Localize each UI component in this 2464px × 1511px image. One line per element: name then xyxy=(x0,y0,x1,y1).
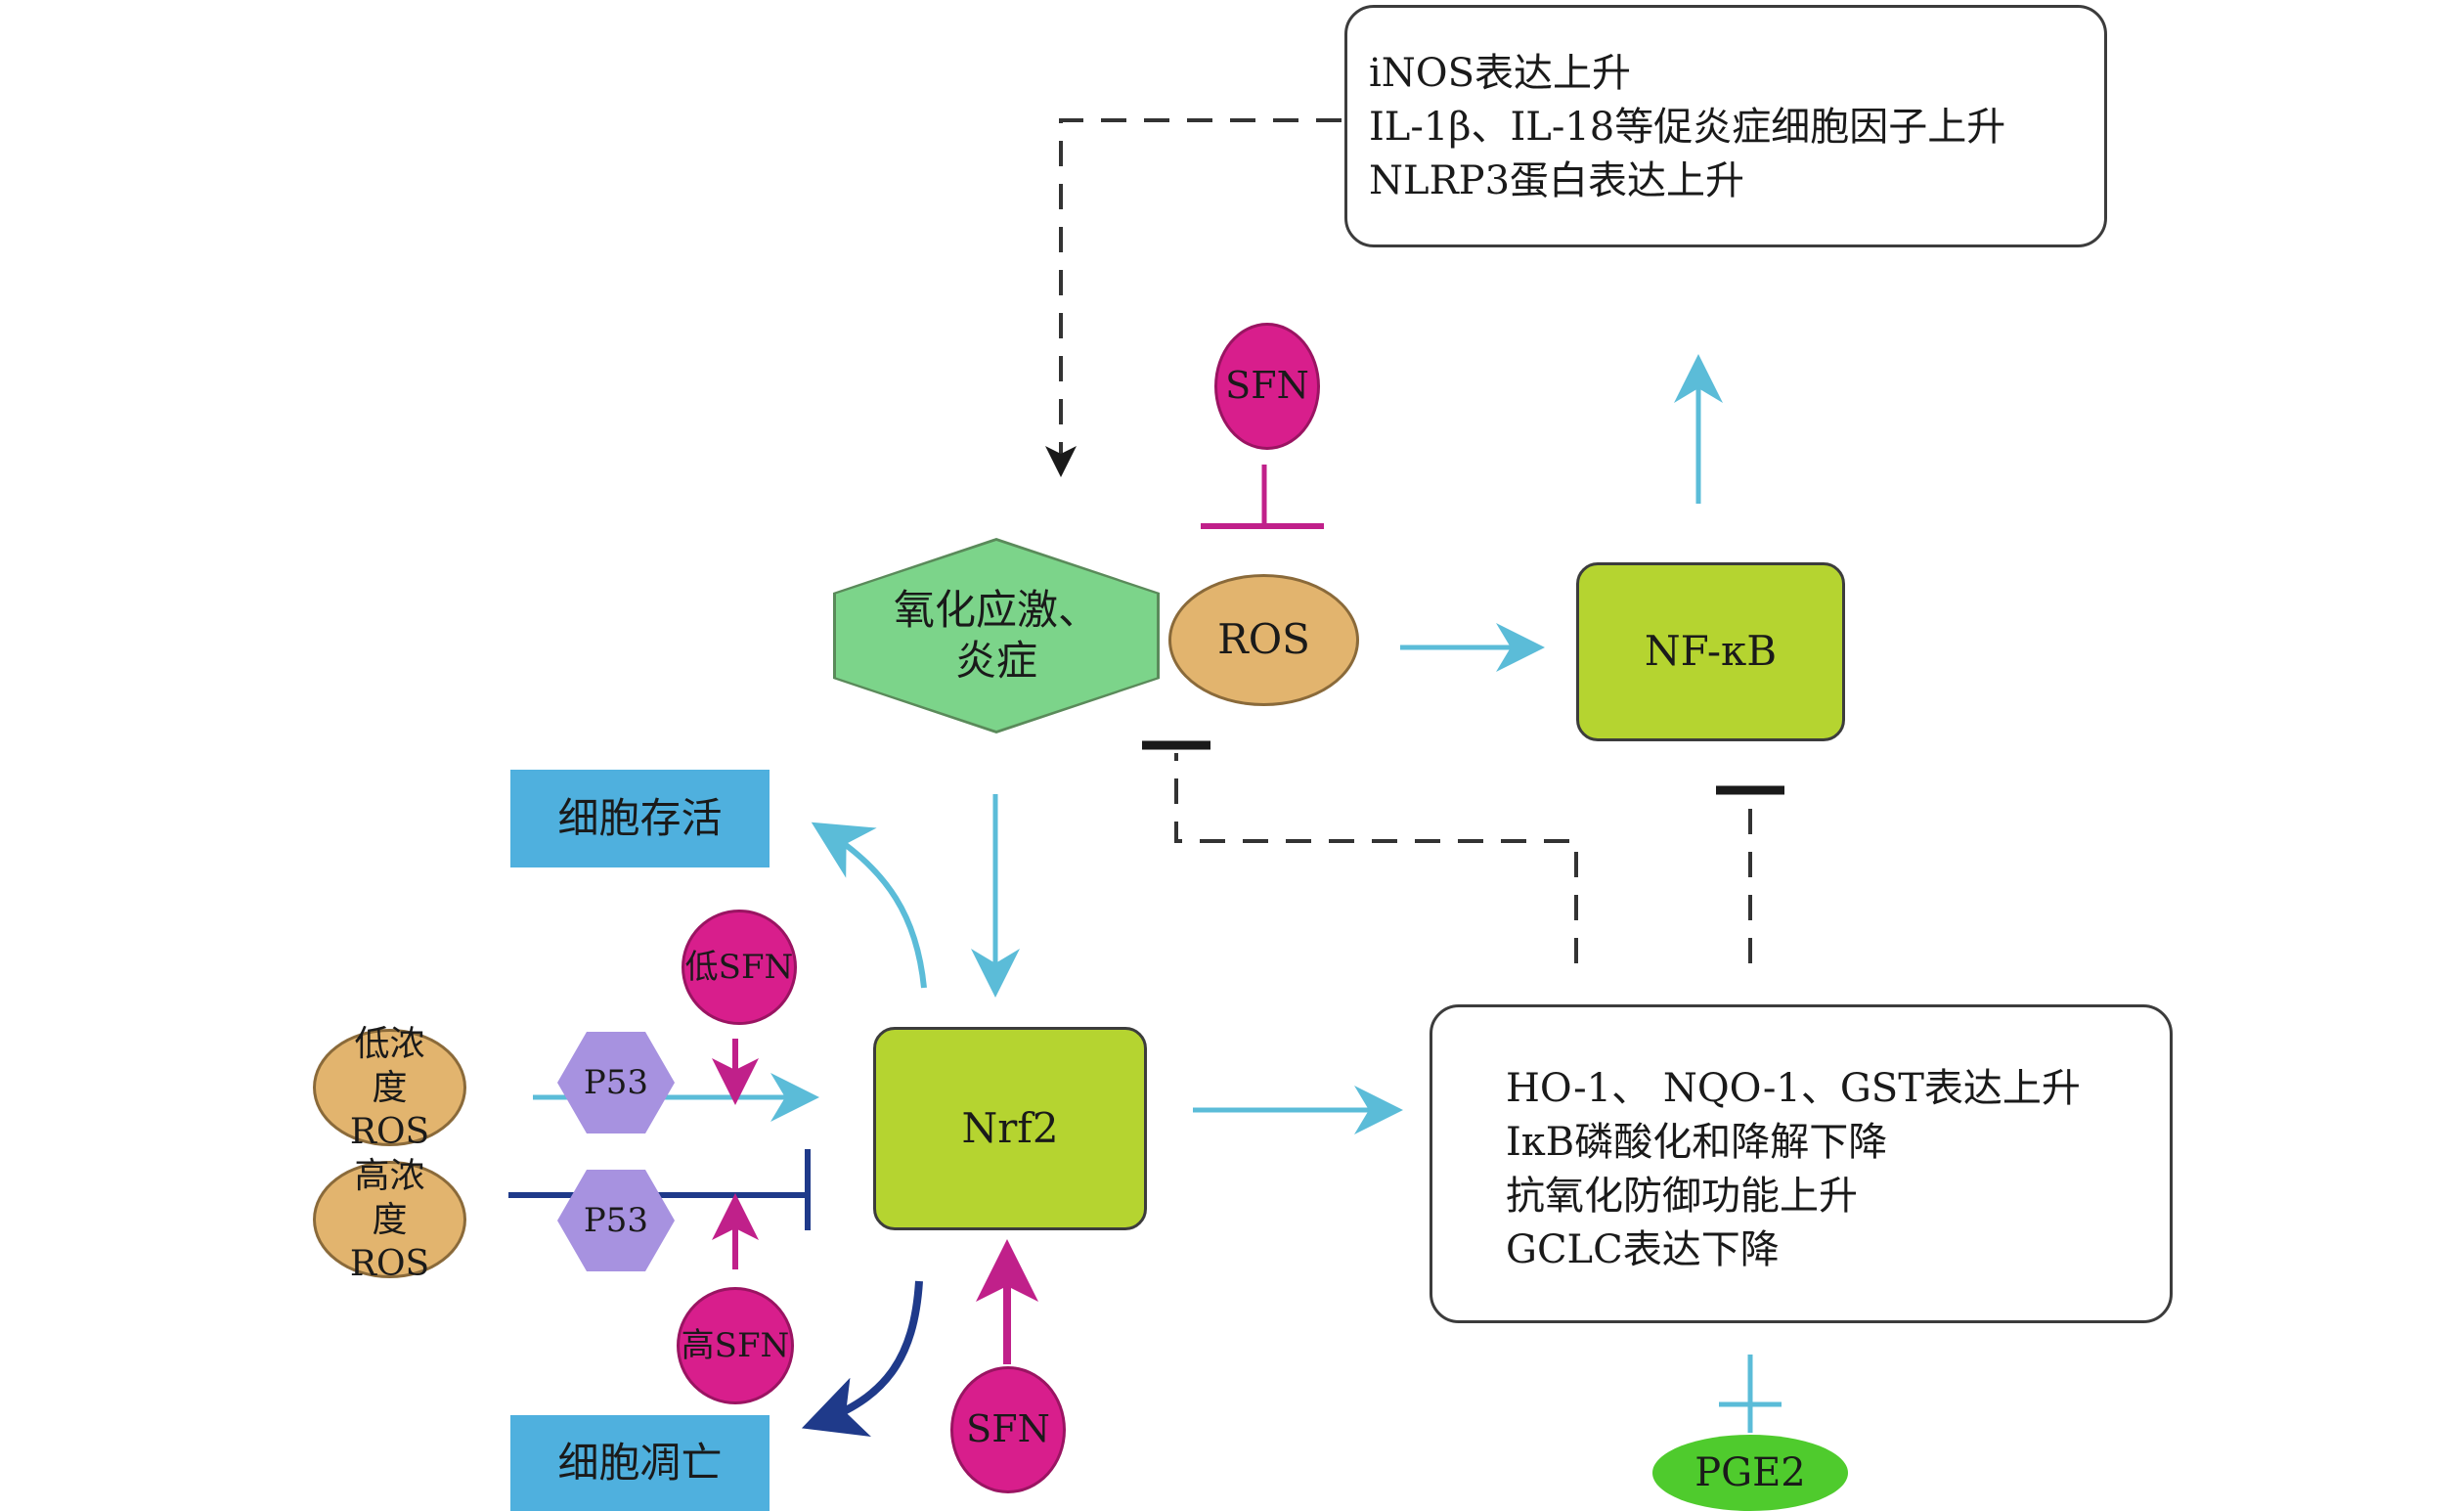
p53-lower-node: P53 xyxy=(557,1170,675,1271)
p53-lower-label: P53 xyxy=(583,1200,649,1240)
low-ros-label: 低浓度ROS xyxy=(349,1023,430,1152)
dashed-arrow-topbox-to-stress xyxy=(1045,118,1342,477)
cell-apoptosis-node: 细胞凋亡 xyxy=(510,1415,770,1511)
arrow-nrf2-to-survival xyxy=(811,822,927,989)
dashed-inhibit-rightbox-to-ros xyxy=(1174,753,1578,963)
nrf2-effects-box: HO-1、 NQO-1、GST表达上升 IκB磷酸化和降解下降 抗氧化防御功能上… xyxy=(1430,1004,2173,1323)
high-ros-label: 高浓度ROS xyxy=(349,1155,430,1284)
nrf2-effect-1: HO-1、 NQO-1、GST表达上升 xyxy=(1506,1066,2081,1111)
low-ros-node: 低浓度ROS xyxy=(313,1024,466,1152)
nfkb-node: NF-κB xyxy=(1576,562,1845,741)
ros-label: ROS xyxy=(1217,615,1310,664)
nrf2-label: Nrf2 xyxy=(961,1103,1059,1152)
oxidative-stress-label: 氧化应激、炎症 xyxy=(893,585,1099,686)
nrf2-effect-3: 抗氧化防御功能上升 xyxy=(1506,1174,1858,1219)
high-sfn-node: 高SFN xyxy=(677,1287,794,1404)
upstream-effect-2: IL-1β、IL-18等促炎症细胞因子上升 xyxy=(1369,105,2006,150)
sfn-node-top: SFN xyxy=(1214,323,1320,450)
low-sfn-node: 低SFN xyxy=(682,910,797,1025)
nfkb-label: NF-κB xyxy=(1644,627,1778,676)
upstream-effect-1: iNOS表达上升 xyxy=(1369,51,1631,96)
upstream-effects-box: iNOS表达上升 IL-1β、IL-18等促炎症细胞因子上升 NLRP3蛋白表达… xyxy=(1344,5,2107,247)
pge2-label: PGE2 xyxy=(1694,1450,1806,1495)
cell-survival-node: 细胞存活 xyxy=(510,770,770,867)
high-sfn-label: 高SFN xyxy=(681,1325,790,1365)
pge2-node: PGE2 xyxy=(1652,1435,1848,1511)
sfn-bottom-label: SFN xyxy=(966,1407,1050,1451)
sfn-top-label: SFN xyxy=(1225,364,1309,408)
ros-node: ROS xyxy=(1168,574,1359,706)
nrf2-node: Nrf2 xyxy=(873,1027,1147,1230)
cell-survival-label: 细胞存活 xyxy=(557,793,723,842)
high-ros-node: 高浓度ROS xyxy=(313,1156,466,1284)
low-sfn-label: 低SFN xyxy=(684,947,794,987)
nrf2-effect-4: GCLC表达下降 xyxy=(1506,1227,1780,1272)
sfn-node-bottom: SFN xyxy=(950,1366,1066,1493)
p53-upper-node: P53 xyxy=(557,1032,675,1133)
cell-apoptosis-label: 细胞凋亡 xyxy=(557,1438,723,1487)
nrf2-effect-2: IκB磷酸化和降解下降 xyxy=(1506,1120,1888,1165)
upstream-effect-3: NLRP3蛋白表达上升 xyxy=(1369,158,1745,203)
p53-upper-label: P53 xyxy=(583,1062,649,1102)
arrow-nrf2-to-apoptosis xyxy=(801,1280,923,1437)
